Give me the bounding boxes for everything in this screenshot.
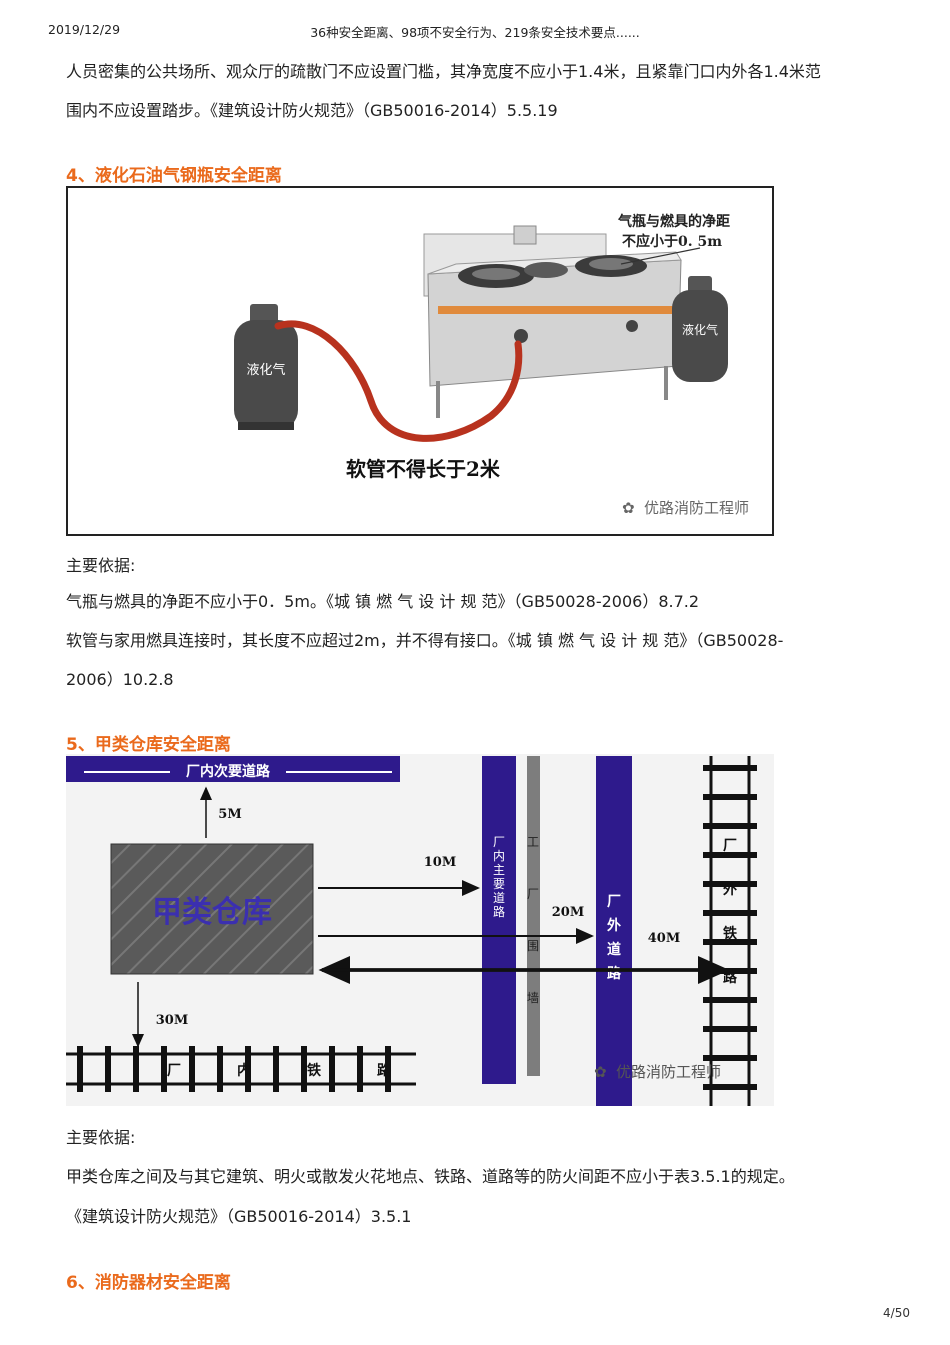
lpg-cylinder-left: [234, 304, 298, 430]
inner-railway-label-char: 铁: [307, 1062, 321, 1079]
distance-label-line-2: 不应小于0. 5m: [622, 233, 722, 250]
watermark-icon: ✿: [622, 499, 635, 517]
main-road-label-char: 主: [493, 863, 505, 877]
lpg-cylinder-right: [672, 276, 728, 382]
hose-length-label: 软管不得长于2米: [346, 457, 501, 481]
header-date: 2019/12/29: [48, 22, 121, 37]
main-road-label-char: 内: [493, 849, 505, 863]
factory-wall-label-char: 工: [527, 835, 539, 849]
section-5-heading: 5、甲类仓库安全距离: [66, 735, 231, 755]
outer-road-label-char: 厂: [607, 894, 621, 910]
distance-20m: 20M: [552, 905, 584, 920]
page-number: 4/50: [883, 1306, 910, 1320]
distance-40m: 40M: [648, 931, 680, 946]
class-a-warehouse: [110, 843, 314, 975]
intro-line-1: 人员密集的公共场所、观众厅的疏散门不应设置门槛，其净宽度不应小于1.4米，且紧靠…: [66, 62, 821, 81]
lpg-cylinder-figure: 液化气 液化气 气瓶与燃具的净距 不应小于0. 5m 软管不得长于2米 ✿ 优路…: [66, 186, 774, 536]
outer-road-label-char: 外: [607, 917, 621, 934]
distance-30m: 30M: [156, 1013, 188, 1028]
inner-railway-label-char: 内: [237, 1062, 251, 1079]
cylinder-label-left: 液化气: [246, 362, 285, 378]
section-5-basis-title: 主要依据:: [66, 1128, 136, 1147]
main-road: [482, 756, 516, 1084]
warehouse-label: 甲类仓库: [152, 895, 272, 930]
factory-wall-label-char: 厂: [527, 887, 539, 901]
factory-wall-label-char: 围: [527, 939, 539, 953]
section-5-basis-line-1: 甲类仓库之间及与其它建筑、明火或散发火花地点、铁路、道路等的防火间距不应小于表3…: [66, 1167, 795, 1186]
outer-road: [596, 756, 632, 1106]
distance-10m: 10M: [424, 855, 456, 870]
gas-hose: [274, 320, 523, 442]
distance-pointer: [620, 247, 701, 265]
outer-railway-label-char: 铁: [723, 925, 737, 942]
outer-road-label-char: 道: [607, 941, 621, 958]
distance-5m: 5M: [218, 807, 241, 822]
section-4-basis-title: 主要依据:: [66, 556, 136, 575]
outer-railway: [703, 756, 757, 1106]
gas-stove-illustration: [423, 225, 682, 418]
watermark-icon: ✿: [594, 1063, 607, 1081]
main-road-label-char: 路: [493, 904, 505, 919]
outer-railway-label-char: 厂: [723, 838, 737, 854]
section-5-basis-line-2: 《建筑设计防火规范》（GB50016-2014）3.5.1: [66, 1207, 412, 1226]
section-6-heading: 6、消防器材安全距离: [66, 1273, 231, 1293]
outer-railway-label-char: 外: [723, 881, 737, 898]
secondary-road: [66, 756, 400, 782]
factory-wall: [527, 756, 540, 1076]
main-road-label-char: 要: [493, 877, 505, 891]
cylinder-label-right: 液化气: [682, 322, 718, 337]
watermark-text: 优路消防工程师: [644, 499, 749, 517]
distance-label-line-1: 气瓶与燃具的净距: [617, 213, 730, 230]
warehouse-distance-figure: 厂内次要道路 甲类仓库 厂内主要道路 工厂围墙 厂外道路 厂外铁路 厂内铁路: [66, 754, 774, 1106]
inner-railway-label-char: 路: [377, 1062, 392, 1079]
main-road-label-char: 道: [493, 891, 505, 905]
watermark-text: 优路消防工程师: [616, 1063, 721, 1081]
section-4-basis-line-1: 气瓶与燃具的净距不应小于0．5m。《城 镇 燃 气 设 计 规 范》（GB500…: [66, 592, 700, 611]
section-4-heading: 4、液化石油气钢瓶安全距离: [66, 166, 282, 186]
inner-railway: [66, 1046, 416, 1092]
outer-road-label-char: 路: [607, 965, 622, 982]
section-4-basis-line-3: 2006）10.2.8: [66, 670, 174, 689]
section-4-basis-line-2: 软管与家用燃具连接时，其长度不应超过2m，并不得有接口。《城 镇 燃 气 设 计…: [66, 631, 784, 650]
factory-wall-label-char: 墙: [527, 991, 539, 1005]
main-road-label-char: 厂: [493, 835, 505, 849]
intro-line-2: 围内不应设置踏步。《建筑设计防火规范》（GB50016-2014）5.5.19: [66, 101, 558, 120]
secondary-road-label: 厂内次要道路: [186, 763, 271, 780]
inner-railway-label-char: 厂: [167, 1063, 181, 1079]
header-title: 36种安全距离、98项不安全行为、219条安全技术要点......: [310, 25, 640, 40]
